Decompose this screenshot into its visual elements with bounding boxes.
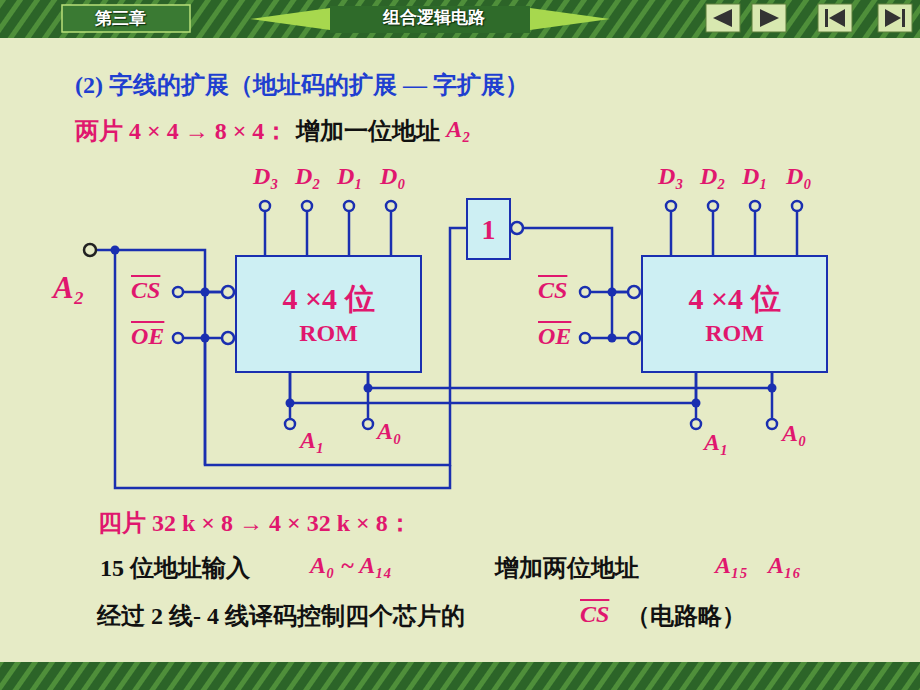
header-title: 组合逻辑电路 — [383, 8, 485, 28]
input-name: A₂ — [53, 270, 84, 306]
chip-size: 4 ×4 位 — [282, 280, 374, 318]
pin-name: D₀ — [380, 163, 406, 191]
rom-chip: 4 ×4 位ROM — [235, 255, 422, 373]
rom-chip: 4 ×4 位ROM — [641, 255, 828, 373]
chip-size: 4 ×4 位 — [688, 280, 780, 318]
header-ornament — [330, 6, 530, 33]
nav-buttons — [706, 4, 912, 32]
pin-name: OE — [538, 323, 571, 351]
heading-text: 两片 4 × 4 → 8 × 4： — [75, 118, 288, 146]
chip-type: ROM — [705, 318, 764, 348]
pin-name: A₀ — [377, 418, 401, 446]
pin-name: CS — [538, 277, 567, 305]
signal-name: A₀ ~ A₁₄ — [310, 552, 392, 580]
header-ornament — [250, 8, 330, 30]
pin-name: D₃ — [253, 163, 279, 191]
chip-size: 1 — [482, 212, 496, 247]
heading-text: 增加一位地址 — [296, 118, 440, 146]
wire — [511, 228, 641, 292]
pin-name: D₂ — [295, 163, 321, 191]
pin-name: A₀ — [782, 420, 806, 448]
pin-name: D₁ — [742, 163, 768, 191]
wire — [368, 373, 772, 388]
pin-name: D₂ — [700, 163, 726, 191]
pin-terminals — [84, 201, 802, 429]
wire — [205, 228, 466, 465]
example-text: 经过 2 线- 4 线译码控制四个芯片的 — [97, 603, 465, 631]
chip-type: ROM — [299, 318, 358, 348]
example-text: 增加两位地址 — [495, 555, 639, 583]
section-title: (2) 字线的扩展（地址码的扩展 — 字扩展） — [75, 72, 529, 100]
pin-name: OE — [131, 323, 164, 351]
example-text: （电路略） — [626, 603, 746, 631]
example-text: 15 位地址输入 — [100, 555, 250, 583]
pin-name: D₀ — [786, 163, 812, 191]
footer-bar — [0, 662, 920, 690]
signal-name: A₁₅ — [715, 552, 748, 580]
chapter-tab — [62, 5, 190, 32]
example-text: 四片 32 k × 8 → 4 × 32 k × 8： — [98, 510, 412, 538]
header-ornament — [530, 8, 610, 30]
pin-name: D₃ — [658, 163, 684, 191]
pin-name: D₁ — [337, 163, 363, 191]
pin-name: A₁ — [704, 429, 728, 457]
pin-name: CS — [131, 277, 160, 305]
chapter-tab-label: 第三章 — [95, 9, 146, 29]
signal-name: CS — [580, 601, 609, 629]
not-gate: 1 — [466, 198, 511, 260]
pin-name: A₁ — [300, 427, 324, 455]
signal-name: A₂ — [446, 116, 470, 144]
signal-name: A₁₆ — [768, 552, 801, 580]
header-bar — [0, 0, 920, 38]
